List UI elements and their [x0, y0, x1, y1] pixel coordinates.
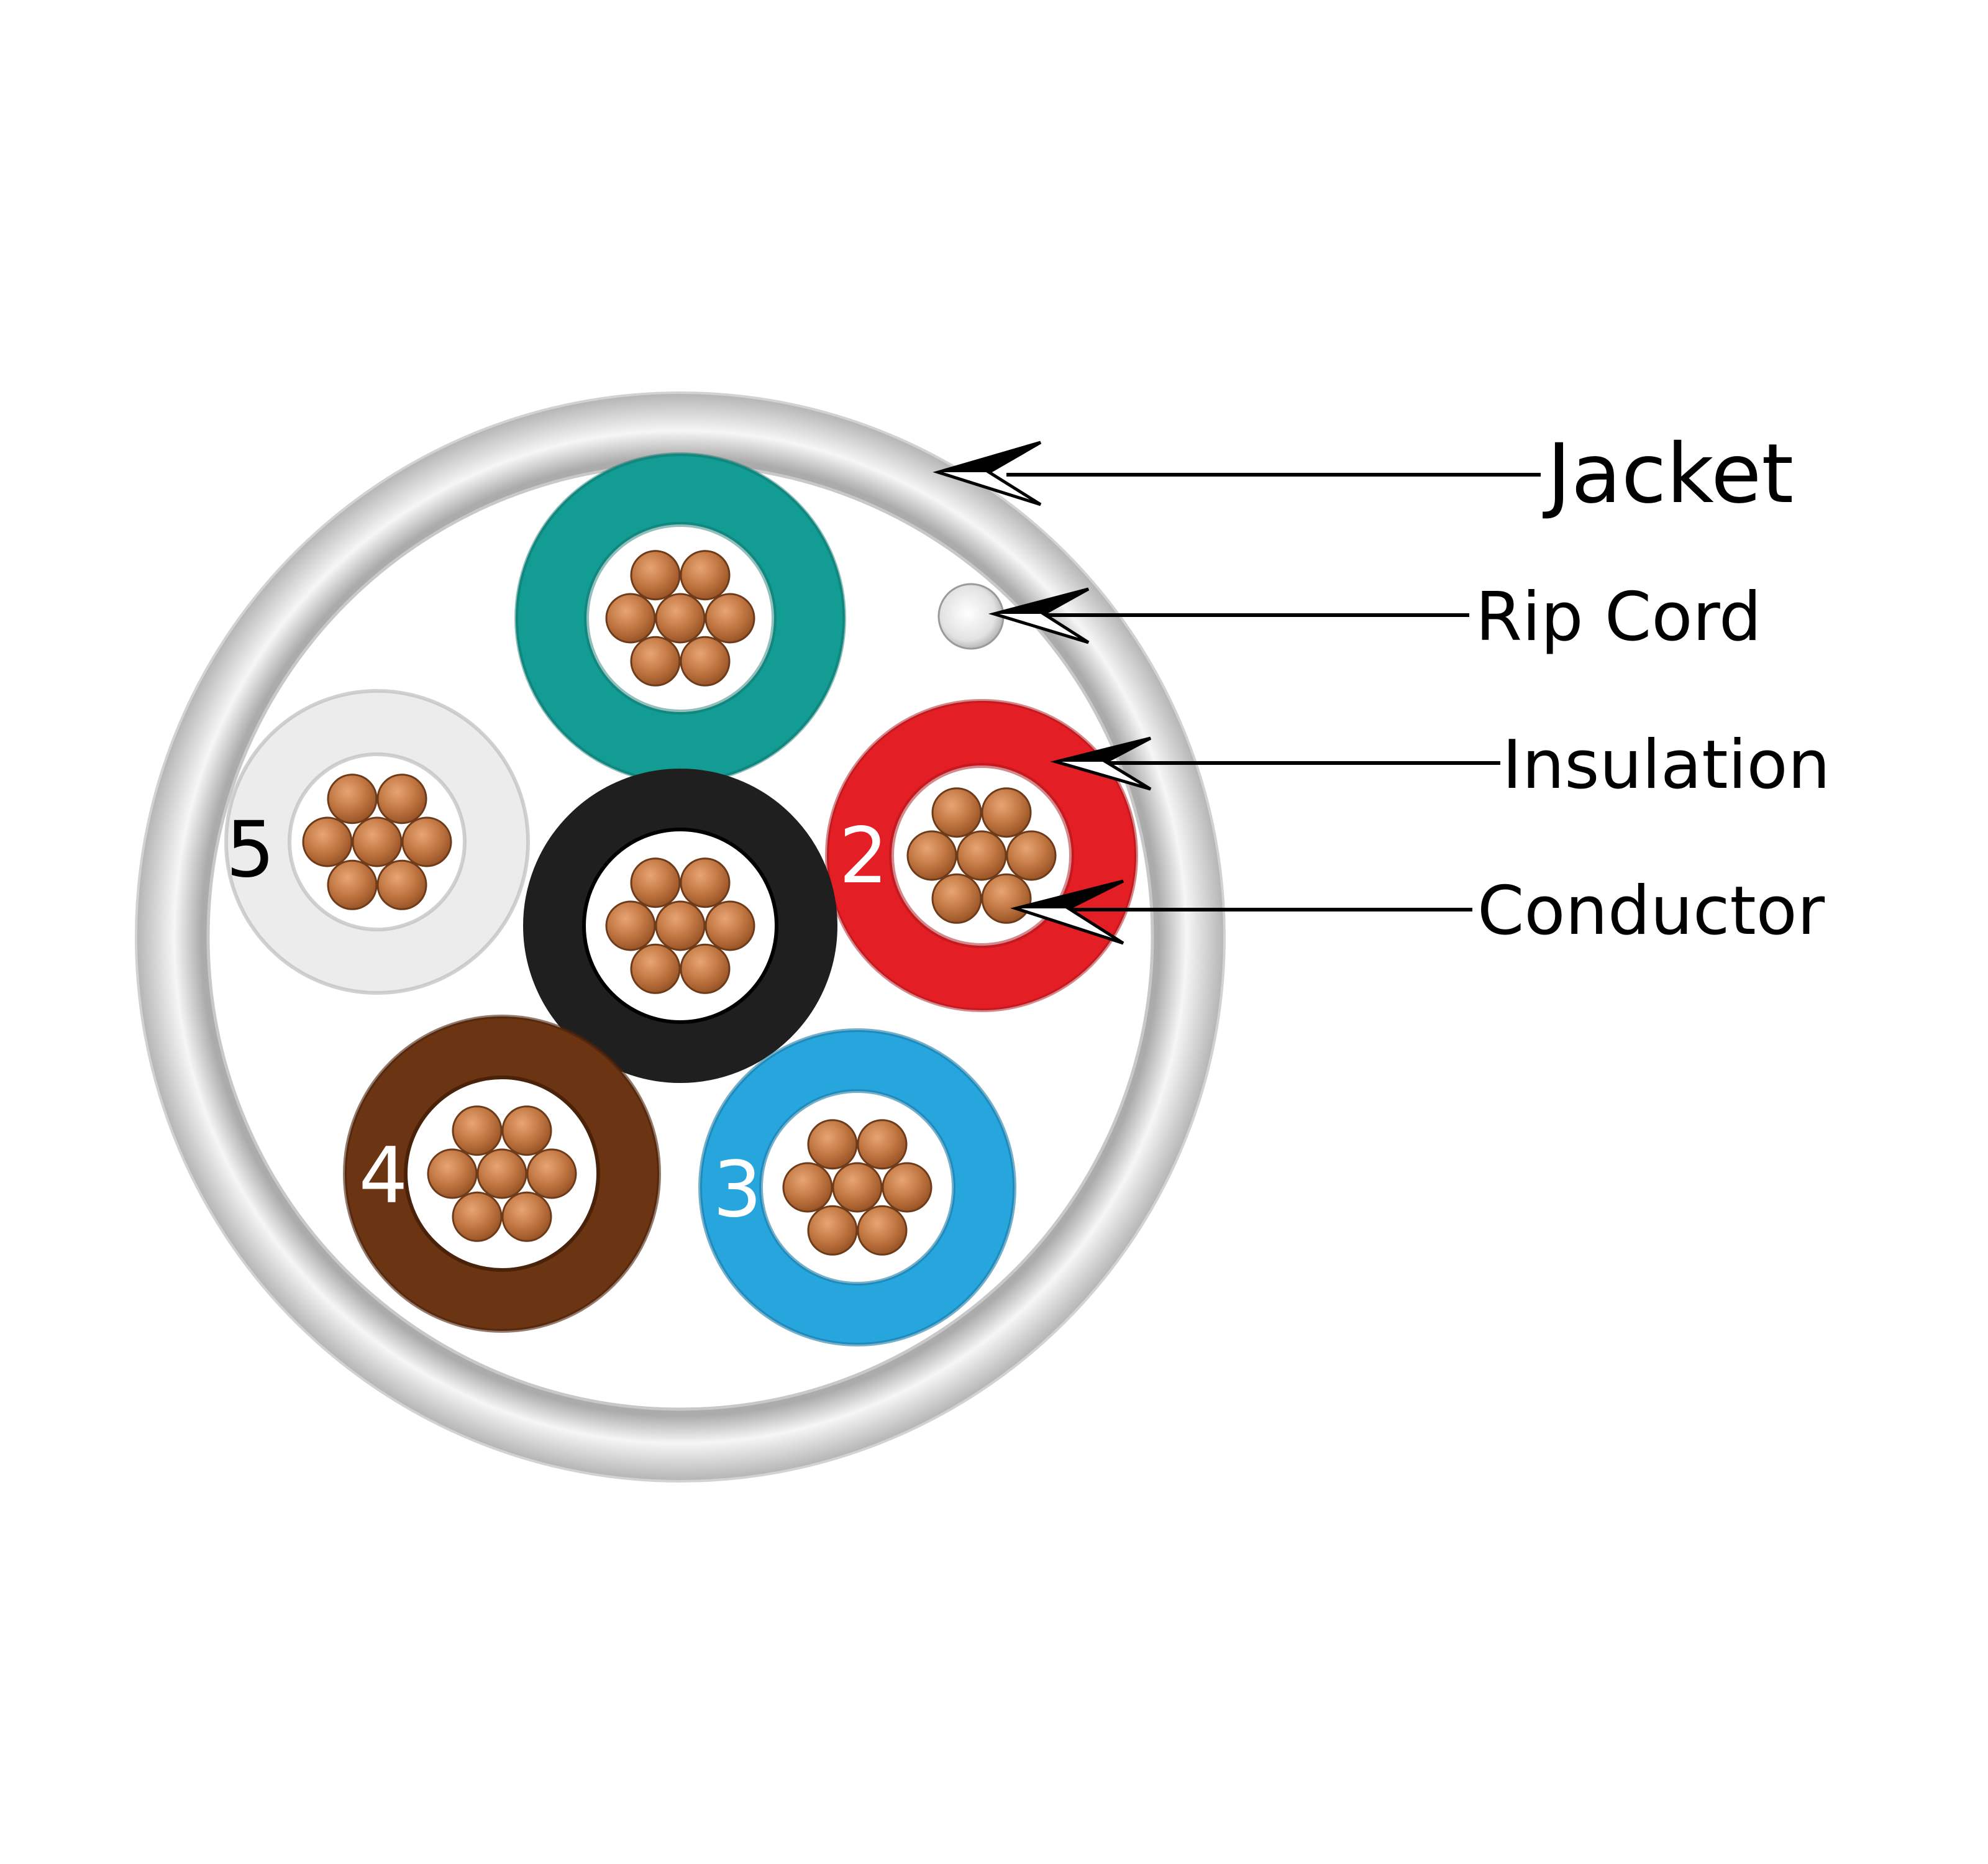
- conductor-strands-teal: [605, 550, 755, 687]
- copper-strand: [630, 857, 681, 908]
- copper-strand: [327, 774, 378, 825]
- copper-strand: [931, 873, 982, 924]
- insulation-teal: [516, 454, 845, 783]
- copper-strand: [452, 1191, 503, 1242]
- copper-strand: [704, 900, 755, 951]
- insulation-blue: [700, 1030, 1015, 1345]
- copper-strand: [501, 1105, 552, 1156]
- copper-strand: [1006, 830, 1057, 881]
- copper-strand: [832, 1162, 883, 1213]
- copper-strand: [807, 1119, 858, 1170]
- copper-strand: [476, 1148, 527, 1199]
- conductor-strands-red: [906, 787, 1057, 924]
- insulation-white: [226, 691, 528, 993]
- copper-strand: [981, 787, 1032, 838]
- copper-strand: [630, 943, 681, 994]
- insulation-brown: [345, 1017, 659, 1331]
- wire-teal: [514, 452, 846, 784]
- wire-blue: [698, 1028, 1016, 1346]
- label-conductor: Conductor: [1477, 872, 1825, 950]
- copper-strand: [352, 816, 403, 867]
- wire-number-3: 3: [713, 1145, 762, 1235]
- copper-strand: [605, 593, 656, 644]
- copper-strand: [680, 550, 731, 601]
- wire-black: [523, 769, 837, 1083]
- conductor-strands-white: [302, 774, 452, 910]
- insulation-leader: [1050, 736, 1500, 791]
- copper-strand: [680, 857, 731, 908]
- wire-red: [825, 699, 1138, 1012]
- copper-strand: [501, 1191, 552, 1242]
- copper-strand: [680, 943, 731, 994]
- insulation-black: [523, 769, 837, 1083]
- copper-strand: [782, 1162, 833, 1213]
- copper-strand: [655, 900, 706, 951]
- copper-strand: [376, 859, 427, 910]
- copper-strand: [630, 550, 681, 601]
- wire-brown: [343, 1015, 661, 1333]
- copper-strand: [981, 873, 1032, 924]
- wire-number-4: 4: [359, 1131, 408, 1221]
- wire-number-2: 2: [839, 811, 888, 901]
- rip-cord: [937, 583, 1005, 650]
- label-insulation: Insulation: [1502, 726, 1830, 804]
- copper-strand: [857, 1205, 908, 1256]
- copper-strand: [302, 816, 353, 867]
- copper-strand: [807, 1205, 858, 1256]
- copper-strand: [931, 787, 982, 838]
- label-rip-cord: Rip Cord: [1475, 578, 1761, 656]
- copper-strand: [882, 1162, 932, 1213]
- wire-white: [224, 689, 530, 995]
- copper-strand: [376, 774, 427, 825]
- jacket-leader: [932, 441, 1541, 506]
- copper-strand: [526, 1148, 577, 1199]
- copper-strand: [655, 593, 706, 644]
- copper-strand: [401, 816, 452, 867]
- conductor-strands-brown: [427, 1105, 577, 1242]
- copper-strand: [857, 1119, 908, 1170]
- copper-strand: [427, 1148, 478, 1199]
- insulation-red: [827, 701, 1136, 1010]
- rip-cord-leader: [988, 587, 1469, 644]
- copper-strand: [906, 830, 957, 881]
- wire-number-5: 5: [226, 805, 275, 895]
- copper-strand: [704, 593, 755, 644]
- label-jacket: Jacket: [1543, 426, 1794, 522]
- conductor-strands-blue: [782, 1119, 932, 1256]
- copper-strand: [630, 636, 681, 687]
- copper-strand: [956, 830, 1007, 881]
- conductor-leader: [1010, 879, 1472, 945]
- copper-strand: [327, 859, 378, 910]
- copper-strand: [605, 900, 656, 951]
- copper-strand: [680, 636, 731, 687]
- conductor-strands-black: [605, 857, 755, 994]
- copper-strand: [452, 1105, 503, 1156]
